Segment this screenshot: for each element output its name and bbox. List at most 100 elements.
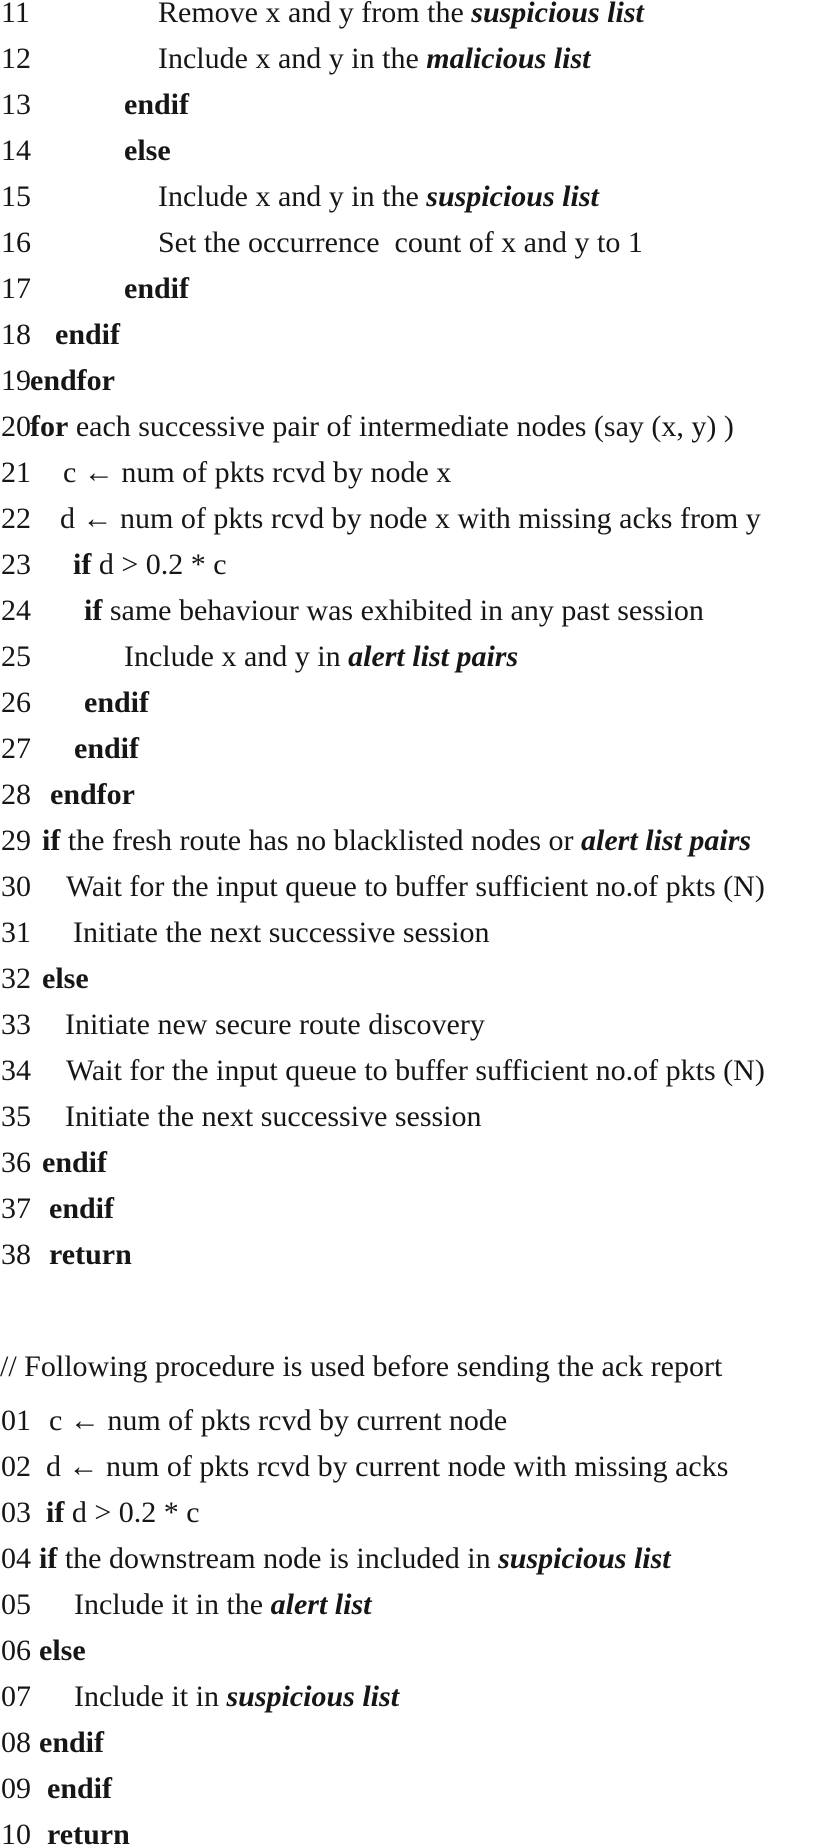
line-text: Set the occurrence count of x and y to 1	[158, 220, 643, 266]
code-line-35: 35 Initiate the next successive session	[0, 1094, 818, 1140]
line-number: 26	[1, 686, 31, 719]
line-text-segment: endif	[42, 1146, 108, 1179]
line-text-segment: if	[84, 594, 103, 627]
line-text: endif	[124, 82, 189, 128]
line-text: d ← num of pkts rcvd by current node wit…	[46, 1444, 728, 1490]
line-number: 12	[1, 42, 31, 75]
code-line-31: 31 Initiate the next successive session	[0, 910, 818, 956]
line-text: return	[47, 1812, 130, 1846]
line-text-segment: endif	[55, 318, 121, 351]
line-text: Wait for the input queue to buffer suffi…	[66, 1048, 765, 1094]
line-number: 04	[1, 1542, 31, 1575]
line-text-segment: d > 0.2 * c	[91, 548, 227, 581]
code-line-10: 10 return	[0, 1812, 818, 1846]
line-text-segment: the fresh route has no blacklisted nodes…	[60, 824, 582, 857]
line-text-segment: else	[124, 134, 171, 167]
line-number: 10	[1, 1818, 31, 1846]
line-text: Remove x and y from the suspicious list	[158, 0, 644, 36]
code-line-21: 21 c ← num of pkts rcvd by node x	[0, 450, 818, 496]
line-text-segment: if	[46, 1496, 65, 1529]
line-number: 18	[1, 318, 31, 351]
line-number: 31	[1, 916, 31, 949]
line-number: 08	[1, 1726, 31, 1759]
line-text-segment: return	[49, 1238, 132, 1271]
line-number: 01	[1, 1404, 31, 1437]
line-number: 25	[1, 640, 31, 673]
line-text-segment: alert list	[270, 1588, 372, 1621]
line-text-segment: if	[73, 548, 92, 581]
line-text-segment: same behaviour was exhibited in any past…	[102, 594, 704, 627]
line-number: 33	[1, 1008, 31, 1041]
line-text-segment: return	[47, 1818, 130, 1846]
line-text-segment: for	[30, 410, 69, 443]
line-text: Include x and y in the suspicious list	[158, 174, 599, 220]
line-text: endif	[55, 312, 120, 358]
line-number: 29	[1, 824, 31, 857]
line-number: 21	[1, 456, 31, 489]
line-text-segment: suspicious list	[471, 0, 644, 29]
line-text-segment: suspicious list	[226, 1680, 400, 1713]
line-text-segment: endif	[39, 1726, 105, 1759]
code-line-18: 18 endif	[0, 312, 818, 358]
line-number: 19	[1, 364, 31, 397]
line-text-segment: endif	[124, 272, 190, 305]
line-text-segment: c ← num of pkts rcvd by node x	[63, 456, 452, 489]
line-text-segment: Initiate the next successive session	[73, 916, 490, 949]
line-text-segment: d > 0.2 * c	[64, 1496, 200, 1529]
line-text: endif	[39, 1720, 104, 1766]
line-text-segment: Wait for the input queue to buffer suffi…	[66, 870, 765, 903]
line-text: if d > 0.2 * c	[46, 1490, 200, 1536]
line-text-segment: Initiate new secure route discovery	[65, 1008, 485, 1041]
line-number: 30	[1, 870, 31, 903]
code-line-29: 29 if the fresh route has no blacklisted …	[0, 818, 818, 864]
line-text: endif	[124, 266, 189, 312]
line-text: Wait for the input queue to buffer suffi…	[66, 864, 765, 910]
line-number: 06	[1, 1634, 31, 1667]
line-text-segment: malicious list	[426, 42, 591, 75]
line-text: Initiate the next successive session	[65, 1094, 482, 1140]
line-number: 07	[1, 1680, 31, 1713]
line-text-segment: c ← num of pkts rcvd by current node	[49, 1404, 508, 1437]
line-text: return	[49, 1232, 132, 1278]
line-number: 22	[1, 502, 31, 535]
line-text: Initiate new secure route discovery	[65, 1002, 485, 1048]
line-text: c ← num of pkts rcvd by node x	[63, 450, 451, 496]
code-line-15: 15 Include x and y in the suspicious list	[0, 174, 818, 220]
line-text-segment: Include x and y in	[124, 640, 349, 673]
code-line-30: 30 Wait for the input queue to buffer suf…	[0, 864, 818, 910]
line-text-segment: Include it in the	[74, 1588, 271, 1621]
line-text: else	[39, 1628, 86, 1674]
line-text-segment: endif	[74, 732, 140, 765]
line-text-segment: Wait for the input queue to buffer suffi…	[66, 1054, 765, 1087]
line-number: 35	[1, 1100, 31, 1133]
line-text-segment: endif	[124, 88, 190, 121]
line-text: if the fresh route has no blacklisted no…	[42, 818, 751, 864]
procedure-ack-report: // Following procedure is used before se…	[0, 1344, 818, 1846]
line-number: 38	[1, 1238, 31, 1271]
line-text-segment: Set the occurrence count of x and y to 1	[158, 226, 643, 259]
comment-text: // Following procedure is used before se…	[0, 1350, 723, 1383]
line-text: if d > 0.2 * c	[73, 542, 227, 588]
line-number: 15	[1, 180, 31, 213]
line-text: if the downstream node is included in su…	[39, 1536, 671, 1582]
line-text-segment: the downstream node is included in	[57, 1542, 499, 1575]
line-number: 02	[1, 1450, 31, 1483]
line-text-segment: endif	[49, 1192, 115, 1225]
line-text: endif	[74, 726, 139, 772]
